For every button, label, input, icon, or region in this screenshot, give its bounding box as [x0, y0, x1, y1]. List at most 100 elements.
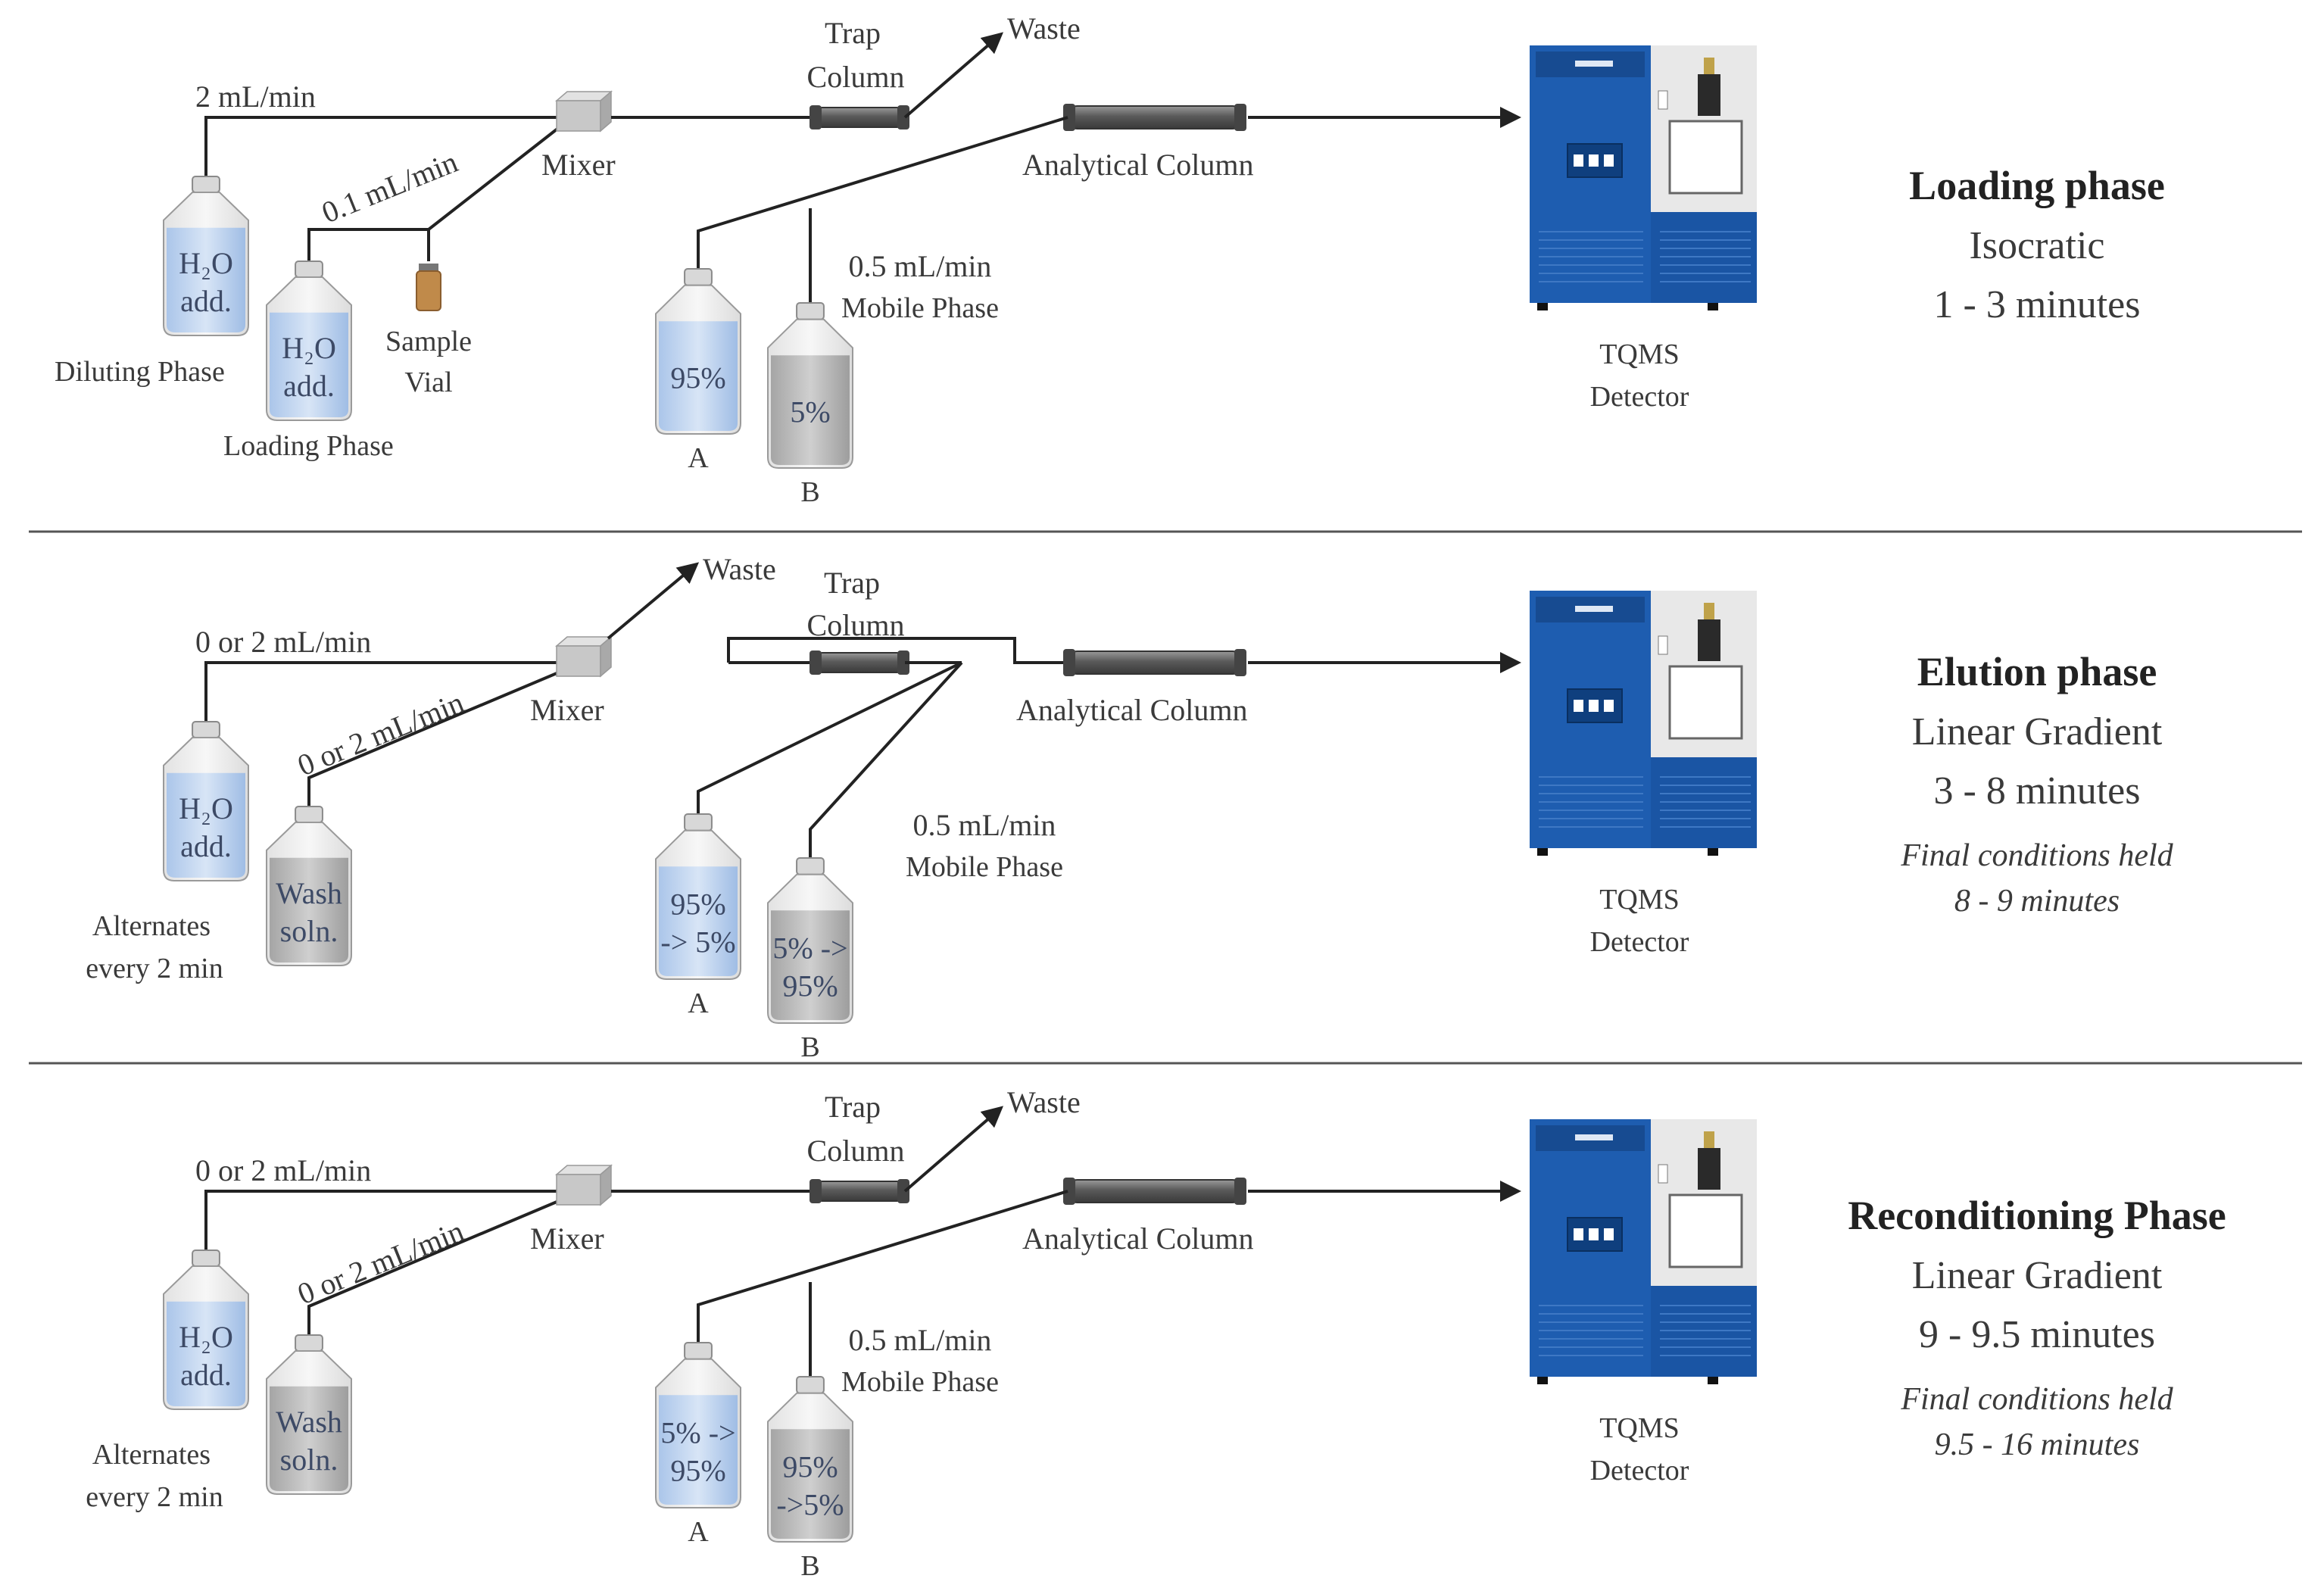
vial-cap [419, 264, 438, 271]
mixer [554, 1164, 613, 1206]
line-A [697, 1190, 1068, 1350]
trap-column [810, 1179, 909, 1203]
bottle-liquid [167, 227, 245, 332]
mixer-front [556, 100, 601, 132]
column-end-left [1063, 649, 1075, 676]
detector-display [1575, 1134, 1613, 1140]
bottle-label: 95% [670, 888, 725, 922]
bottle-liquid [270, 857, 348, 962]
mobile-phase-label: Mobile Phase [906, 851, 1063, 883]
sample-vial [416, 264, 441, 311]
detector-window [1668, 665, 1743, 740]
mobile-flow-rate: 0.5 mL/min [849, 249, 992, 283]
trap-column-label: Column [807, 608, 905, 642]
analytical-column [1063, 104, 1246, 131]
detector-foot [1708, 303, 1718, 310]
bottle-liquid [659, 866, 738, 976]
mobile-phase-label: Mobile Phase [841, 292, 999, 324]
detector-port [1589, 154, 1599, 167]
detector-port [1604, 1228, 1614, 1240]
bottle-neck [796, 857, 825, 875]
bottle-neck [192, 1249, 220, 1267]
phase-time: 9 - 9.5 minutes [1919, 1313, 2155, 1356]
column-body [813, 1181, 906, 1202]
detector-port [1589, 700, 1599, 712]
detector-switch [1658, 1164, 1668, 1184]
column-end-right [1234, 649, 1246, 676]
detector-label: Detector [1590, 926, 1689, 958]
bottle-label: ->5% [776, 1488, 844, 1522]
vial-body [416, 270, 441, 311]
detector-foot [1708, 848, 1718, 856]
detector-label: TQMS [1599, 884, 1680, 916]
flow-rate-top: 2 mL/min [195, 80, 316, 114]
bottle-B: 5% [767, 302, 853, 469]
phase-title: Loading phase [1909, 163, 2165, 208]
detector-foot [1537, 848, 1548, 856]
trap-column-label: Column [807, 60, 905, 94]
analytical-column [1063, 1178, 1246, 1205]
column-end-right [897, 650, 909, 675]
bottle-liquid [167, 772, 245, 878]
bottle-neck [684, 813, 713, 831]
detector-switch [1658, 635, 1668, 655]
held-conditions-time: 8 - 9 minutes [1954, 884, 2120, 919]
analytical-column-label: Analytical Column [1016, 693, 1248, 727]
phase-time: 3 - 8 minutes [1934, 769, 2141, 813]
trap-column [810, 650, 909, 675]
mobile-flow-rate: 0.5 mL/min [849, 1323, 992, 1357]
detector-foot [1537, 1377, 1548, 1384]
bottle-label: soln. [280, 1443, 338, 1477]
column-end-left [1063, 1178, 1075, 1205]
alternates-label: every 2 min [86, 953, 223, 984]
bottle-label: 5% [790, 395, 830, 429]
bottle-label: Wash [276, 876, 342, 910]
bottle-label: H₂O [282, 331, 336, 365]
detector-port [1604, 154, 1614, 167]
alternates-label: Alternates [92, 1439, 211, 1471]
line-A [697, 116, 1068, 276]
bottle-label: soln. [280, 914, 338, 948]
bottle-label: 95% [670, 361, 725, 395]
flow-line-top [204, 661, 558, 727]
bottle-liquid [771, 1429, 850, 1539]
detector-display [1575, 61, 1613, 67]
bottle-label: H₂O [179, 791, 233, 825]
bottle-label: 95% [782, 1450, 838, 1484]
mixer-front [556, 645, 601, 677]
mixer-front [556, 1174, 601, 1206]
detector-port [1574, 1228, 1583, 1240]
column-end-left [1063, 104, 1075, 131]
bottle-label: add. [283, 369, 335, 403]
tqms-detector [1530, 1119, 1757, 1384]
phase-mode: Linear Gradient [1912, 1254, 2163, 1297]
waste-arrow [903, 1106, 1004, 1193]
flow-rate-second: 0.1 mL/min [317, 145, 463, 229]
bottle-neck [295, 261, 323, 278]
flow-rate-second: 0 or 2 mL/min [293, 685, 469, 783]
loading-phase-label: Loading Phase [223, 430, 394, 462]
analytical-column [1063, 649, 1246, 676]
waste-arrow [607, 562, 700, 640]
bottle-neck [684, 1342, 713, 1360]
bottle-label: add. [180, 284, 232, 318]
tqms-detector [1530, 591, 1757, 856]
bottle-A: 95%-> 5% [655, 813, 741, 980]
phase-mode: Linear Gradient [1912, 710, 2163, 753]
left-bottle-2: H₂O add. [266, 261, 352, 421]
mixer-side [600, 1164, 612, 1206]
analytical-column-label: Analytical Column [1022, 148, 1254, 182]
phase-title: Reconditioning Phase [1848, 1193, 2226, 1238]
column-body [1067, 650, 1243, 675]
bottle-B: 5% ->95% [767, 857, 853, 1024]
bottle-B-label: B [800, 1031, 819, 1063]
mixer-label: Mixer [530, 693, 604, 727]
bottle-label: Wash [276, 1405, 342, 1439]
flow-line-second [307, 125, 562, 276]
bottle-liquid [167, 1301, 245, 1406]
